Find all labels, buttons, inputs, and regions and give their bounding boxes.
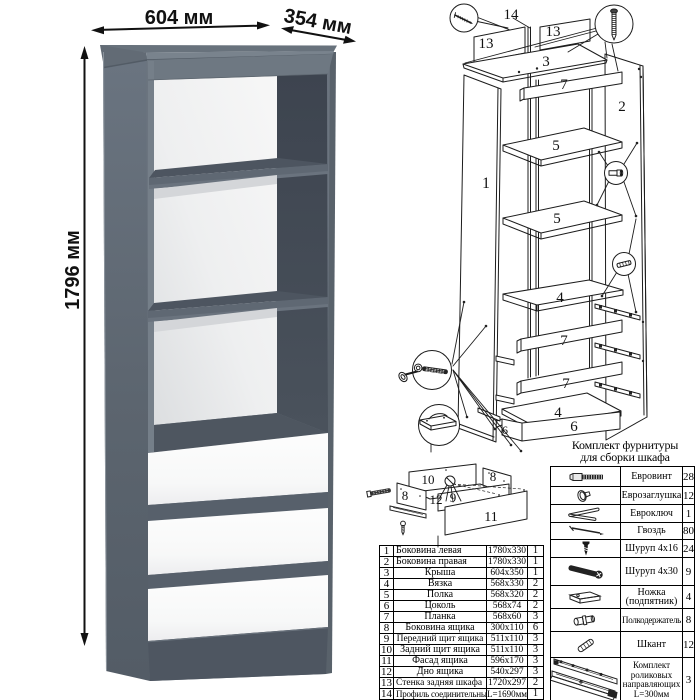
svg-text:10: 10: [422, 472, 435, 487]
svg-text:2: 2: [618, 99, 626, 115]
svg-text:9: 9: [450, 490, 457, 505]
svg-text:11: 11: [484, 510, 497, 525]
svg-text:7: 7: [560, 333, 568, 349]
svg-text:5: 5: [552, 138, 560, 154]
svg-text:5: 5: [553, 211, 561, 227]
svg-text:4: 4: [556, 290, 564, 306]
svg-text:1: 1: [482, 175, 490, 192]
svg-text:6: 6: [570, 419, 578, 435]
svg-text:1796 мм: 1796 мм: [62, 230, 84, 310]
svg-text:13: 13: [479, 36, 494, 52]
svg-text:13: 13: [546, 24, 561, 40]
svg-text:7: 7: [562, 376, 570, 392]
svg-text:8: 8: [490, 469, 497, 484]
svg-text:3: 3: [542, 54, 550, 70]
svg-text:604 мм: 604 мм: [145, 7, 214, 29]
svg-text:4: 4: [554, 405, 562, 421]
svg-text:14: 14: [504, 7, 520, 23]
svg-text:8: 8: [402, 488, 409, 503]
svg-text:12: 12: [430, 492, 443, 507]
svg-text:7: 7: [560, 77, 568, 93]
svg-text:6: 6: [502, 423, 508, 437]
